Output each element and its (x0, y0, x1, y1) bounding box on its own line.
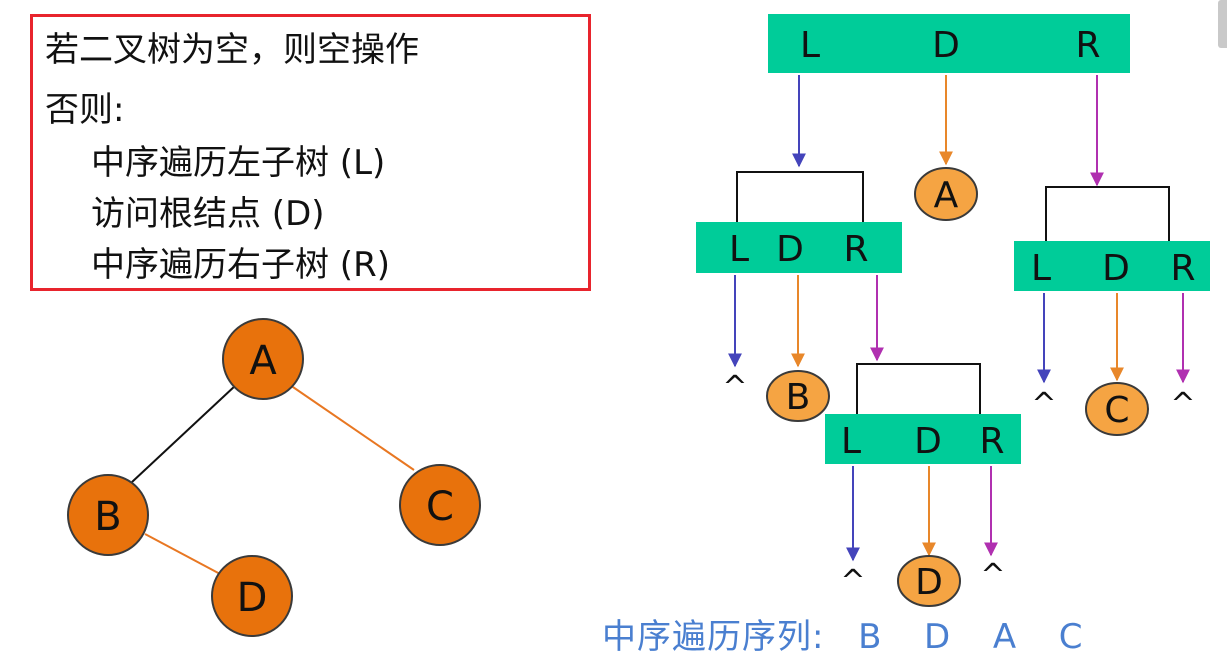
tree-node-a: A (222, 318, 304, 400)
algorithm-box: 若二叉树为空，则空操作 否则: 中序遍历左子树 (L) 访问根结点 (D) 中序… (30, 14, 591, 291)
ldr-bar-root: L D R (768, 14, 1130, 73)
bar-root-l: L (800, 25, 820, 66)
bar-c-l: L (1031, 248, 1051, 289)
tree-node-c-label: C (426, 484, 454, 530)
bar-d-r: R (979, 421, 1004, 462)
visit-node-b: B (766, 370, 830, 422)
bar-root-r: R (1075, 25, 1100, 66)
visit-node-d-label: D (915, 562, 943, 603)
algo-line-traverse-right: 中序遍历右子树 (R) (91, 245, 390, 285)
inorder-result: 中序遍历序列: B D A C (602, 620, 1084, 654)
bar-d-d: D (914, 421, 942, 462)
tree-node-a-label: A (249, 338, 277, 384)
visit-node-a: A (914, 167, 978, 221)
tree-node-d-label: D (237, 575, 268, 621)
result-item: C (1058, 617, 1084, 657)
ldr-bar-d: L D R (825, 414, 1021, 464)
bracket-d (856, 363, 981, 414)
algo-line-empty-case: 若二叉树为空，则空操作 (45, 30, 419, 70)
bar-c-d: D (1102, 248, 1130, 289)
null-c-right: ^ (1170, 387, 1195, 422)
bar-b-r: R (843, 229, 868, 270)
algo-line-traverse-left: 中序遍历左子树 (L) (91, 143, 386, 183)
ldr-bar-b: L D R (696, 222, 902, 273)
bar-d-l: L (841, 421, 861, 462)
bar-c-r: R (1170, 248, 1195, 289)
algo-line-otherwise: 否则: (45, 90, 125, 130)
result-item: B (858, 617, 883, 657)
null-d-left: ^ (840, 564, 865, 599)
visit-node-b-label: B (786, 377, 811, 418)
null-c-left: ^ (1031, 387, 1056, 422)
null-d-right: ^ (980, 558, 1005, 593)
bar-root-d: D (932, 25, 960, 66)
bar-b-l: L (729, 229, 749, 270)
scrollbar-edge[interactable] (1218, 0, 1227, 48)
bracket-c (1045, 186, 1170, 241)
tree-node-c: C (399, 464, 481, 546)
tree-node-b: B (67, 474, 149, 556)
tree-edge-a-c (289, 384, 415, 471)
bar-b-d: D (776, 229, 804, 270)
inorder-result-label: 中序遍历序列: (602, 617, 825, 657)
algo-line-visit-root: 访问根结点 (D) (91, 194, 325, 234)
tree-edge-a-b (131, 384, 237, 483)
bracket-b (736, 171, 864, 222)
result-item: D (924, 617, 952, 657)
tree-node-d: D (211, 555, 293, 637)
null-b-left: ^ (722, 370, 747, 405)
result-item: A (992, 617, 1018, 657)
tree-node-b-label: B (94, 494, 121, 540)
tree-edge-b-d (144, 533, 223, 576)
visit-node-c-label: C (1104, 390, 1129, 431)
visit-node-c: C (1085, 382, 1149, 436)
ldr-bar-c: L D R (1014, 241, 1210, 291)
visit-node-a-label: A (934, 175, 959, 216)
visit-node-d: D (897, 555, 961, 607)
